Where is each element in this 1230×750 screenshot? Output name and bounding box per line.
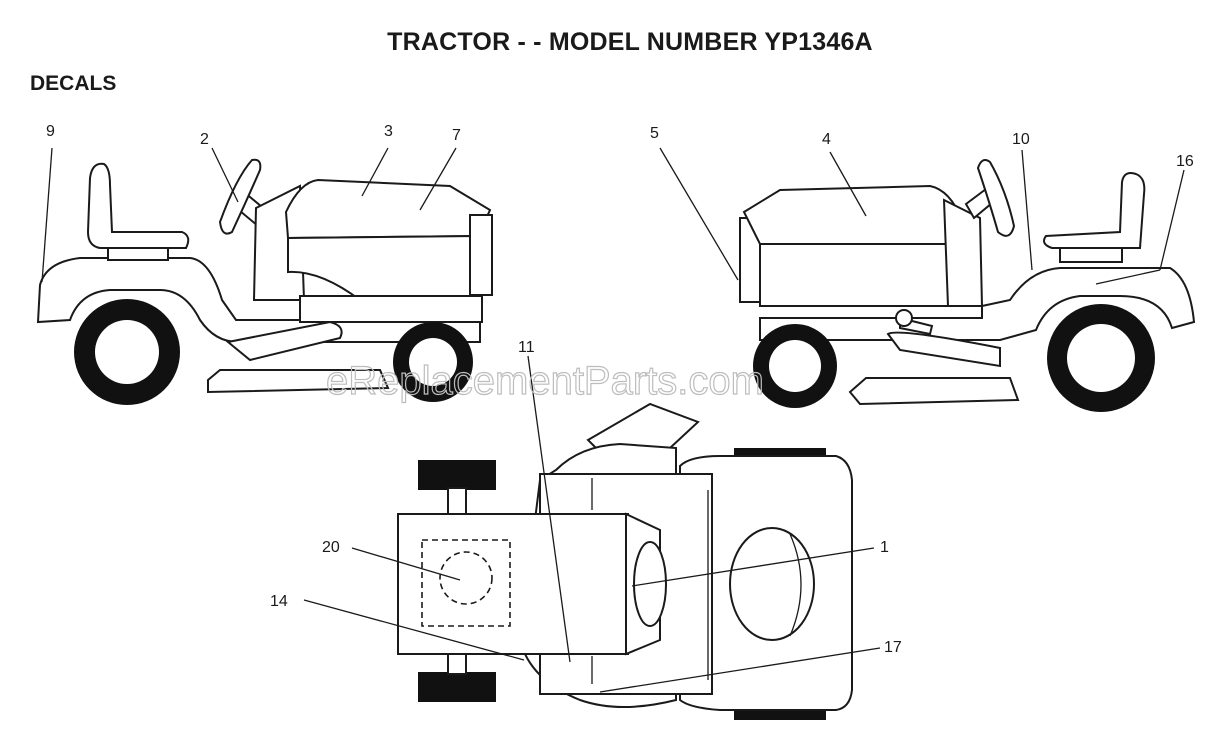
left-engine-side (287, 234, 479, 301)
leader-1 (631, 547, 875, 587)
left-seat (86, 162, 190, 249)
top-seat (729, 527, 815, 641)
callout-17: 17 (884, 639, 902, 656)
callout-16: 16 (1176, 153, 1194, 170)
left-hood (284, 178, 492, 240)
left-rear-rim (95, 320, 159, 384)
top-front-left-tire (418, 460, 496, 490)
right-lift-knob (895, 309, 913, 327)
callout-5: 5 (650, 125, 659, 142)
tractor-top-view (397, 402, 853, 720)
right-mower-deck (848, 377, 1020, 406)
callout-20: 20 (322, 539, 340, 556)
tractor-left-side-view (36, 158, 493, 405)
leader-20 (351, 547, 461, 581)
right-front-rim (769, 340, 821, 392)
callout-labels: 9 2 3 7 5 4 10 16 11 20 1 14 17 (46, 123, 1194, 656)
leader-5 (659, 147, 739, 281)
right-engine-side (759, 243, 964, 307)
leader-16-upper (1159, 169, 1185, 271)
left-front-rim (409, 338, 457, 386)
leader-4 (829, 151, 867, 217)
top-front-axle-upper (447, 487, 467, 517)
top-hood-decal-circle (439, 551, 493, 605)
callout-10: 10 (1012, 131, 1030, 148)
callout-14: 14 (270, 593, 288, 610)
callout-9: 9 (46, 123, 55, 140)
callout-3: 3 (384, 123, 393, 140)
leader-7 (419, 147, 457, 211)
right-rear-fender (759, 267, 1196, 341)
top-discharge-chute (586, 402, 700, 449)
top-seat-back-line (789, 533, 802, 637)
callout-7: 7 (452, 127, 461, 144)
top-hood-decal-outline (421, 539, 511, 627)
leader-lines (41, 147, 1185, 693)
callout-4: 4 (822, 131, 831, 148)
left-deck-lift (225, 320, 343, 362)
leader-16-lower (1095, 269, 1161, 285)
section-heading: DECALS (30, 72, 117, 95)
leader-14 (303, 599, 525, 661)
right-hood (742, 184, 964, 245)
leader-10 (1021, 149, 1033, 271)
right-deck-lift (886, 331, 1001, 368)
right-seat (1043, 172, 1146, 249)
callout-11: 11 (518, 339, 535, 356)
left-seat-base (107, 247, 169, 261)
left-steering-wheel (218, 158, 262, 235)
left-mower-deck (207, 369, 390, 394)
callout-1: 1 (880, 539, 889, 556)
top-hood (397, 513, 629, 655)
leader-11 (527, 355, 571, 663)
leader-2 (211, 147, 239, 203)
right-rear-rim (1067, 324, 1135, 392)
tractor-right-side-view (739, 159, 1196, 412)
left-frame (299, 295, 483, 323)
leader-9 (41, 147, 53, 283)
left-grille (469, 214, 493, 296)
watermark-text: eReplacementParts.com (326, 359, 764, 403)
page-title: TRACTOR - - MODEL NUMBER YP1346A (387, 28, 873, 56)
right-seat-base (1059, 247, 1123, 263)
right-steering-wheel (976, 159, 1016, 237)
callout-2: 2 (200, 131, 209, 148)
leader-3 (361, 147, 389, 197)
top-front-right-tire (418, 672, 496, 702)
leader-17 (599, 647, 881, 693)
top-steering-wheel (633, 541, 667, 627)
